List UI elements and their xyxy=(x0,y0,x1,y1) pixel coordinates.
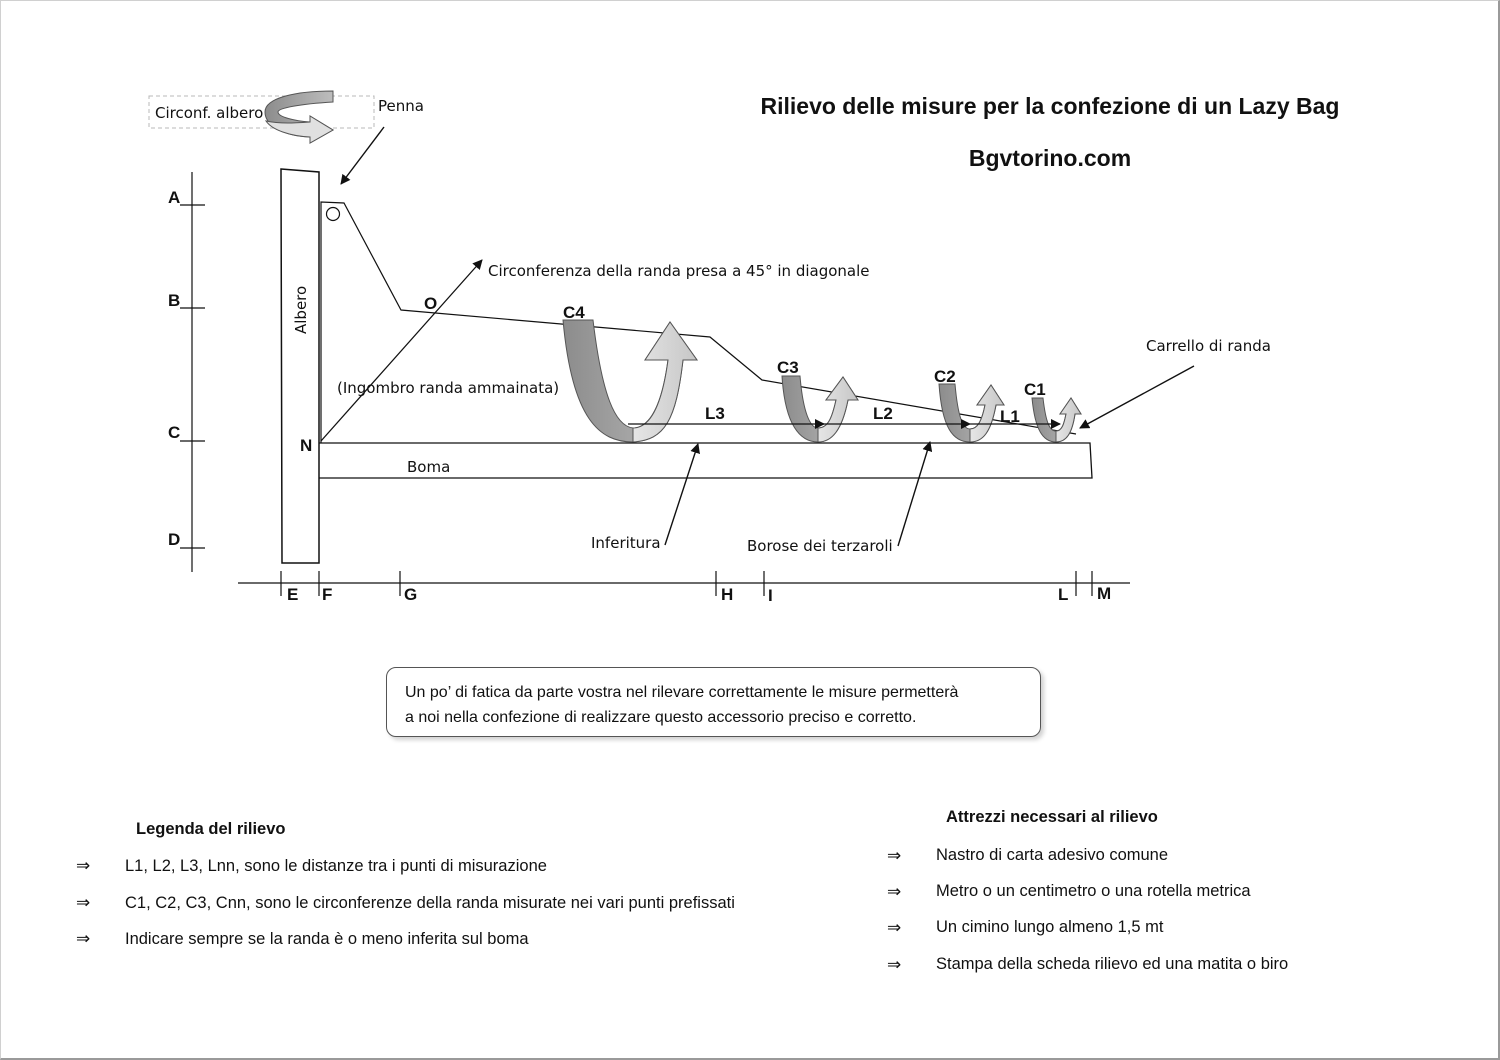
tools-arrow-icon: ⇒ xyxy=(887,846,902,866)
marker-F: F xyxy=(322,585,332,604)
legend-arrow-icon: ⇒ xyxy=(76,893,91,913)
inferitura-label: Inferitura xyxy=(591,534,661,552)
albero-label: Albero xyxy=(292,286,310,334)
circ-albero-arrowhead-icon xyxy=(264,115,334,144)
marker-D: D xyxy=(168,530,180,549)
diagram-subtitle: Bgvtorino.com xyxy=(969,145,1131,171)
diagram-title: Rilievo delle misure per la confezione d… xyxy=(761,93,1340,119)
marker-I: I xyxy=(768,586,773,605)
legend-item-1: L1, L2, L3, Lnn, sono le distanze tra i … xyxy=(125,857,547,875)
legend-arrow-icon: ⇒ xyxy=(76,856,91,876)
point-N: N xyxy=(300,436,312,455)
note-line-2: a noi nella confezione di realizzare que… xyxy=(405,709,917,726)
ingombro-label: (Ingombro randa ammainata) xyxy=(337,379,559,397)
borose-pointer xyxy=(897,441,933,547)
mast xyxy=(280,168,320,564)
tools-item-4: Stampa della scheda rilievo ed una matit… xyxy=(936,955,1289,973)
boom xyxy=(319,442,1093,479)
c2-label: C2 xyxy=(934,367,956,386)
marker-E: E xyxy=(287,585,298,604)
legend-item-2: C1, C2, C3, Cnn, sono le circonferenze d… xyxy=(125,894,735,912)
note-box: Un po’ di fatica da parte vostra nel ril… xyxy=(386,667,1041,737)
legend-item-3: Indicare sempre se la randa è o meno inf… xyxy=(125,930,529,948)
penna-label: Penna xyxy=(378,97,424,115)
l3-label: L3 xyxy=(705,404,725,423)
boma-label: Boma xyxy=(407,458,450,476)
headboard-ring-icon xyxy=(325,206,341,222)
tools-item-2: Metro o un centimetro o una rotella metr… xyxy=(936,882,1251,900)
sail-outline xyxy=(320,201,1077,435)
marker-M: M xyxy=(1097,584,1111,603)
marker-B: B xyxy=(168,291,180,310)
c3-label: C3 xyxy=(777,358,799,377)
c4-label: C4 xyxy=(563,303,585,322)
penna-pointer xyxy=(340,126,385,185)
marker-C: C xyxy=(168,423,180,442)
marker-L: L xyxy=(1058,585,1068,604)
c1-label: C1 xyxy=(1024,380,1046,399)
circ-albero-label: Circonf. albero xyxy=(155,104,263,122)
circonferenza-label: Circonferenza della randa presa a 45° in… xyxy=(488,262,870,280)
marker-A: A xyxy=(168,188,180,207)
tools-item-3: Un cimino lungo almeno 1,5 mt xyxy=(936,918,1164,936)
circ-albero-box xyxy=(148,95,375,129)
inferitura-pointer xyxy=(664,443,700,546)
tools-arrow-icon: ⇒ xyxy=(887,955,902,975)
c1-arrowhead-icon xyxy=(1055,397,1082,443)
legend-arrow-icon: ⇒ xyxy=(76,929,91,949)
c4-arrowhead-icon xyxy=(632,321,698,443)
borose-label: Borose dei terzaroli xyxy=(747,537,893,555)
carrello-pointer xyxy=(1079,365,1195,429)
marker-G: G xyxy=(404,585,417,604)
tools-arrow-icon: ⇒ xyxy=(887,918,902,938)
diagonal-45-line xyxy=(320,259,483,442)
carrello-label: Carrello di randa xyxy=(1146,337,1271,355)
c2-arrowhead-icon xyxy=(969,384,1005,443)
point-O: O xyxy=(424,294,437,313)
l2-label: L2 xyxy=(873,404,893,423)
tools-title: Attrezzi necessari al rilievo xyxy=(946,808,1158,826)
note-line-1: Un po’ di fatica da parte vostra nel ril… xyxy=(405,684,959,701)
tools-item-1: Nastro di carta adesivo comune xyxy=(936,846,1169,864)
marker-H: H xyxy=(721,585,733,604)
tools-arrow-icon: ⇒ xyxy=(887,882,902,902)
legend-title: Legenda del rilievo xyxy=(136,820,286,838)
l1-label: L1 xyxy=(1000,407,1020,426)
